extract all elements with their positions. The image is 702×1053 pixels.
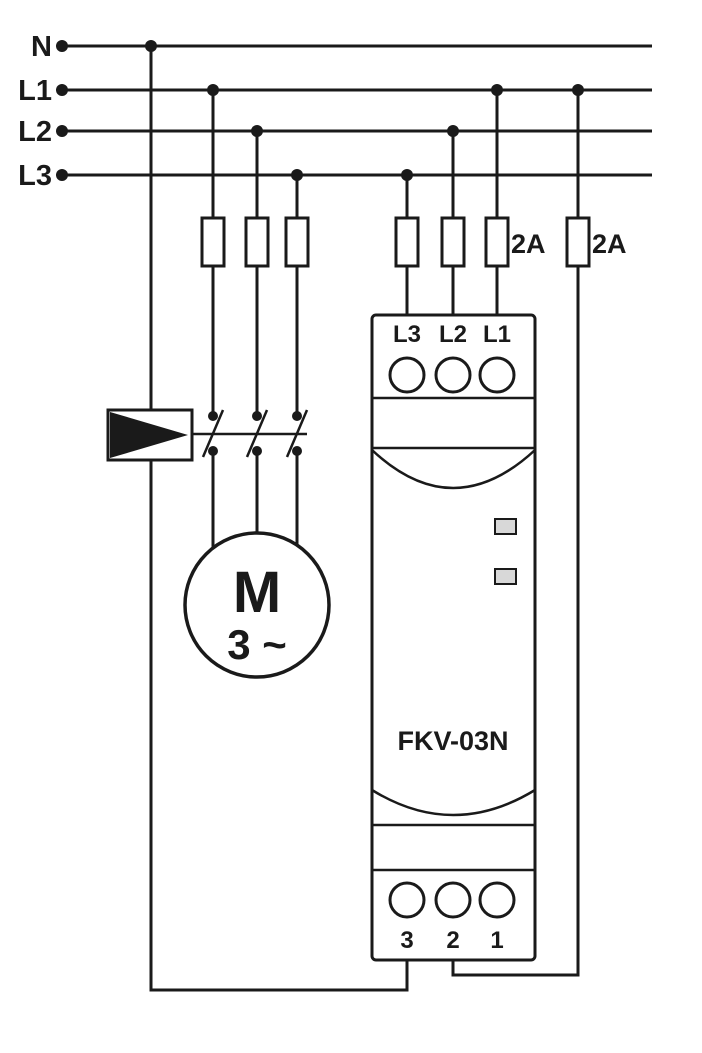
bus-label-l2: L2 xyxy=(18,116,52,148)
contactor-coil-flag-icon xyxy=(110,412,188,458)
contact-dot xyxy=(208,446,218,456)
device-terminal-screw xyxy=(388,356,426,394)
junction-dot xyxy=(401,169,413,181)
junction-dot xyxy=(447,125,459,137)
led-indicator-2 xyxy=(494,568,517,585)
junction-dot xyxy=(56,169,68,181)
motor-phase-label: 3 ~ xyxy=(227,621,287,668)
motor-letter: M xyxy=(233,560,281,625)
junction-dot xyxy=(251,125,263,137)
device-body xyxy=(370,313,537,962)
device-terminal-label-l1: L1 xyxy=(483,321,511,348)
junction-dot xyxy=(207,84,219,96)
junction-dot xyxy=(56,84,68,96)
device-face-bottom-arc xyxy=(371,788,536,817)
device-face-top-arc xyxy=(371,449,536,490)
fuse-motor-l2 xyxy=(244,216,270,268)
fuse-rating-label-control: 2A xyxy=(511,229,546,259)
junction-dot xyxy=(491,84,503,96)
wire-l1-fused-to-terminal2 xyxy=(451,90,580,977)
device-terminal-screw xyxy=(434,356,472,394)
wire-neutral-to-terminal3 xyxy=(149,46,409,992)
fuse-motor-l3 xyxy=(284,216,310,268)
fuse-output xyxy=(565,216,591,268)
junction-dot xyxy=(572,84,584,96)
bus-label-n: N xyxy=(31,31,52,63)
bus-label-l1: L1 xyxy=(18,75,52,107)
bus-label-l3: L3 xyxy=(18,160,52,192)
fuse-device-l3 xyxy=(394,216,420,268)
device-terminal-screw xyxy=(434,881,472,919)
contact-blade-1 xyxy=(201,409,225,458)
contact-dot xyxy=(292,411,302,421)
junction-dot xyxy=(56,125,68,137)
device-terminal-label-3: 3 xyxy=(400,927,413,954)
device-terminal-label-l2: L2 xyxy=(439,321,467,348)
junction-dot xyxy=(145,40,157,52)
device-terminal-label-l3: L3 xyxy=(393,321,421,348)
junction-dot xyxy=(291,169,303,181)
device-terminal-screw xyxy=(478,881,516,919)
device-terminal-screw xyxy=(478,356,516,394)
fuse-motor-l1 xyxy=(200,216,226,268)
led-indicator-1 xyxy=(494,518,517,535)
device-terminal-label-2: 2 xyxy=(446,927,459,954)
device-terminal-screw xyxy=(388,881,426,919)
fuse-device-l1 xyxy=(484,216,510,268)
contact-dot xyxy=(292,446,302,456)
fuse-device-l2 xyxy=(440,216,466,268)
contact-dot xyxy=(208,411,218,421)
fuse-rating-label-output: 2A xyxy=(592,229,627,259)
contact-dot xyxy=(252,446,262,456)
junction-dot xyxy=(56,40,68,52)
device-terminal-label-1: 1 xyxy=(490,927,503,954)
device-model-label: FKV-03N xyxy=(397,726,508,756)
contact-blade-3 xyxy=(285,409,309,458)
contact-blade-2 xyxy=(245,409,269,458)
contact-dot xyxy=(252,411,262,421)
motor-symbol xyxy=(183,531,331,679)
